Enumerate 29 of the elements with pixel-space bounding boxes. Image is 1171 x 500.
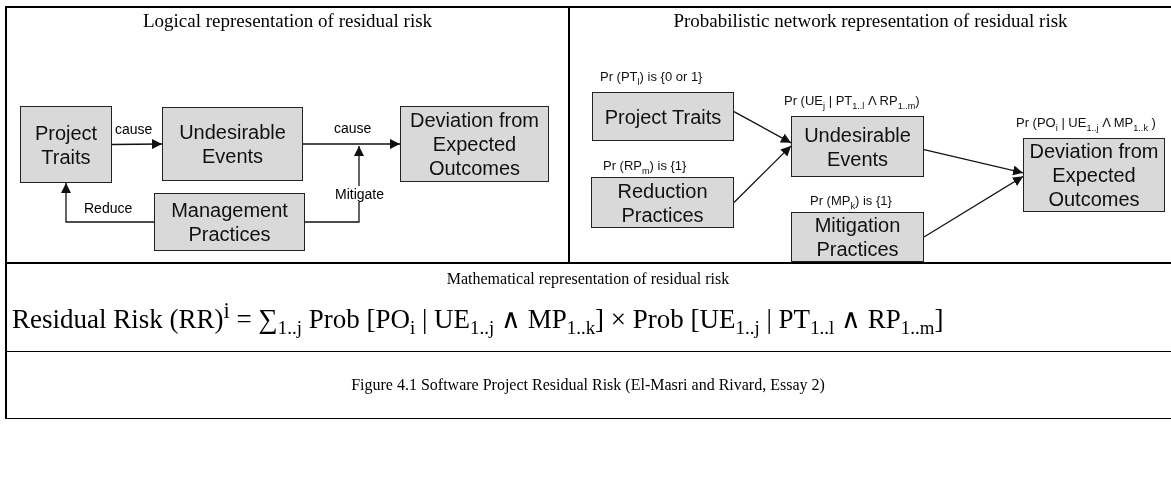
probability-label: Pr (PT$_{l}$) is {0 or 1} (600, 69, 703, 87)
arrow (302, 139, 401, 149)
process-box: Mitigation Practices (791, 212, 924, 262)
arrow (733, 145, 792, 204)
section-heading: Logical representation of residual risk (141, 10, 434, 32)
process-box: Undesirable Events (791, 116, 924, 177)
probability-label: Pr (UE$_{j}$ | PT$_{1..l}$ Λ RP$_{1..m}$) (784, 93, 920, 111)
arrow (304, 145, 364, 223)
process-box: Management Practices (154, 193, 305, 251)
probability-label: Pr (RP$_{m}$) is {1} (603, 158, 687, 176)
edge-label: Mitigate (334, 186, 386, 202)
section-heading: Probabilistic network representation of residual risk (672, 10, 1069, 32)
formula: Residual Risk (RR)$^{i}$ = ∑$_{1..j}$ Prob [PO$_{i}$ | UE$_{1..j}$ ∧ MP$_{1..k}$] × Prob [UE$_{1..j}$ | PT$_{1..l}$ ∧ RP$_{1..m}$] (12, 298, 945, 340)
arrow (923, 175, 1024, 238)
process-box: Deviation from Expected Outcomes (400, 106, 549, 182)
figure-caption: Figure 4.1 Software Project Residual Risk (El-Masri and Rivard, Essay 2) (350, 376, 826, 394)
edge-label: Reduce (83, 200, 134, 216)
process-box: Undesirable Events (162, 107, 303, 181)
arrow (733, 110, 792, 144)
section-heading: Mathematical representation of residual risk (445, 270, 731, 288)
arrow (61, 182, 155, 223)
process-box: Reduction Practices (591, 177, 734, 228)
arrow (111, 139, 163, 150)
process-box: Deviation from Expected Outcomes (1023, 138, 1165, 212)
arrow (923, 148, 1024, 176)
probability-label: Pr (PO$_{i}$ | UE$_{1..j}$ Λ MP$_{1..k}$ ) (1016, 115, 1156, 133)
process-box: Project Traits (592, 92, 734, 141)
probability-label: Pr (MP$_{k}$) is {1} (810, 193, 892, 211)
process-box: Project Traits (20, 106, 112, 183)
